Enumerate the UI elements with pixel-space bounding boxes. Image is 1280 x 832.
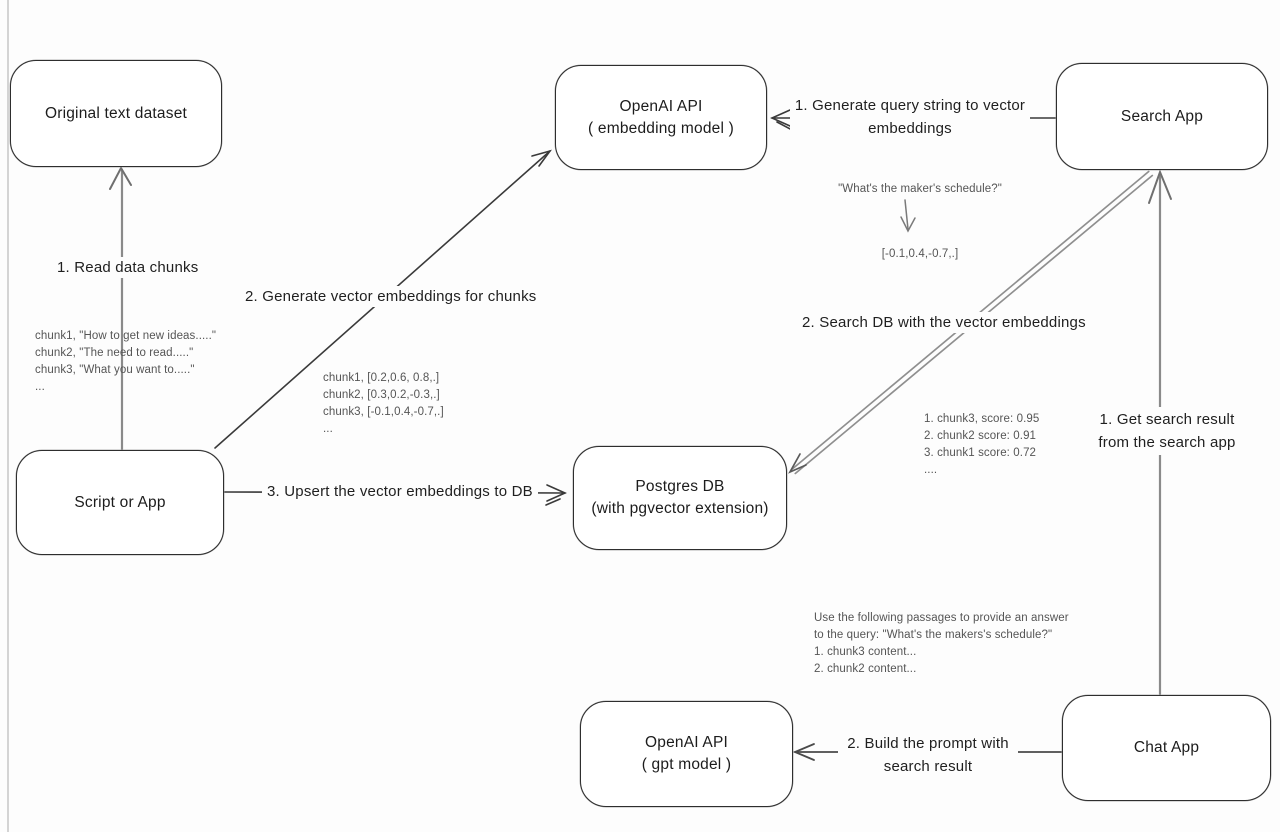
annotation-line: 1. chunk3, score: 0.95	[924, 413, 1040, 425]
edge-label-query-to-vector: 1. Generate query string to vector embed…	[790, 93, 1030, 141]
edge-label-generate-embeddings: 2. Generate vector embeddings for chunks	[240, 286, 542, 307]
annotation-search-scores: 1. chunk3, score: 0.95 2. chunk2 score: …	[924, 411, 1039, 479]
edge-label-build-prompt: 2. Build the prompt with search result	[838, 731, 1018, 779]
node-label: Chat App	[1133, 739, 1200, 756]
annotation-query-text: "What's the maker's schedule?"	[838, 183, 1002, 195]
annotation-line: chunk1, [0.2,0.6, 0.8,.]	[323, 372, 440, 384]
annotation-line: chunk2, [0.3,0.2,-0.3,.]	[323, 389, 440, 401]
node-sublabel: (with pgvector extension)	[591, 500, 769, 517]
annotation-line: chunk1, "How to get new ideas....."	[35, 330, 217, 342]
annotation-chunk-texts: chunk1, "How to get new ideas....." chun…	[35, 328, 216, 396]
annotation-prompt-example: Use the following passages to provide an…	[814, 610, 1069, 678]
annotation-line: 1. chunk3 content...	[814, 646, 917, 658]
annotation-line: to the query: "What's the makers's sched…	[814, 629, 1053, 641]
annotation-line: ...	[323, 423, 333, 435]
node-label: Original text dataset	[44, 104, 188, 122]
annotation-chunk-vectors: chunk1, [0.2,0.6, 0.8,.] chunk2, [0.3,0.…	[323, 370, 444, 438]
annotation-line: ....	[924, 464, 938, 476]
arrow-read-data-chunks	[109, 165, 132, 454]
node-label: Postgres DB	[635, 478, 725, 495]
node-sublabel: ( gpt model )	[641, 756, 732, 773]
node-sublabel: ( embedding model )	[588, 119, 734, 137]
annotation-line: chunk2, "The need to read....."	[35, 347, 194, 359]
node-label: OpenAI API	[645, 734, 728, 751]
node-label: Script or App	[74, 493, 166, 511]
annotation-line: 3. chunk1 score: 0.72	[924, 447, 1037, 459]
annotation-line: chunk3, "What you want to....."	[35, 364, 195, 376]
annotation-line: Use the following passages to provide an…	[814, 612, 1069, 624]
annotation-line: chunk3, [-0.1,0.4,-0.7,.]	[323, 406, 444, 418]
node-search-app: Search App	[1056, 63, 1268, 170]
query-vector-down-arrow	[900, 199, 916, 233]
node-label: Search App	[1120, 107, 1204, 125]
edge-label-line: search result	[883, 758, 973, 775]
edge-label-line: embeddings	[868, 120, 952, 137]
edge-label-line: 1. Generate query string to vector	[794, 97, 1026, 114]
annotation-line: ...	[35, 381, 45, 393]
edge-label-search-db: 2. Search DB with the vector embeddings	[797, 312, 1091, 333]
annotation-query-example: "What's the maker's schedule?" [-0.1,0.4…	[815, 181, 1025, 263]
node-openai-gpt-api: OpenAI API ( gpt model )	[580, 701, 793, 807]
node-chat-app: Chat App	[1062, 695, 1271, 801]
edge-label-get-search-result: 1. Get search result from the search app	[1082, 407, 1252, 455]
annotation-query-vector: [-0.1,0.4,-0.7,.]	[881, 248, 959, 260]
edge-label-line: from the search app	[1098, 434, 1236, 451]
node-original-text-dataset: Original text dataset	[10, 60, 222, 167]
annotation-line: 2. chunk2 content...	[814, 663, 917, 675]
edge-label-line: 2. Build the prompt with	[847, 735, 1009, 752]
node-openai-embedding-api: OpenAI API ( embedding model )	[555, 65, 767, 170]
node-label: OpenAI API	[619, 97, 703, 115]
edge-label-upsert-embeddings: 3. Upsert the vector embeddings to DB	[262, 481, 538, 502]
node-postgres-db: Postgres DB (with pgvector extension)	[573, 446, 787, 550]
edge-label-line: 1. Get search result	[1099, 411, 1235, 428]
annotation-line: 2. chunk2 score: 0.91	[924, 430, 1037, 442]
node-script-or-app: Script or App	[16, 450, 224, 555]
edge-label-read-data-chunks: 1. Read data chunks	[52, 257, 204, 278]
